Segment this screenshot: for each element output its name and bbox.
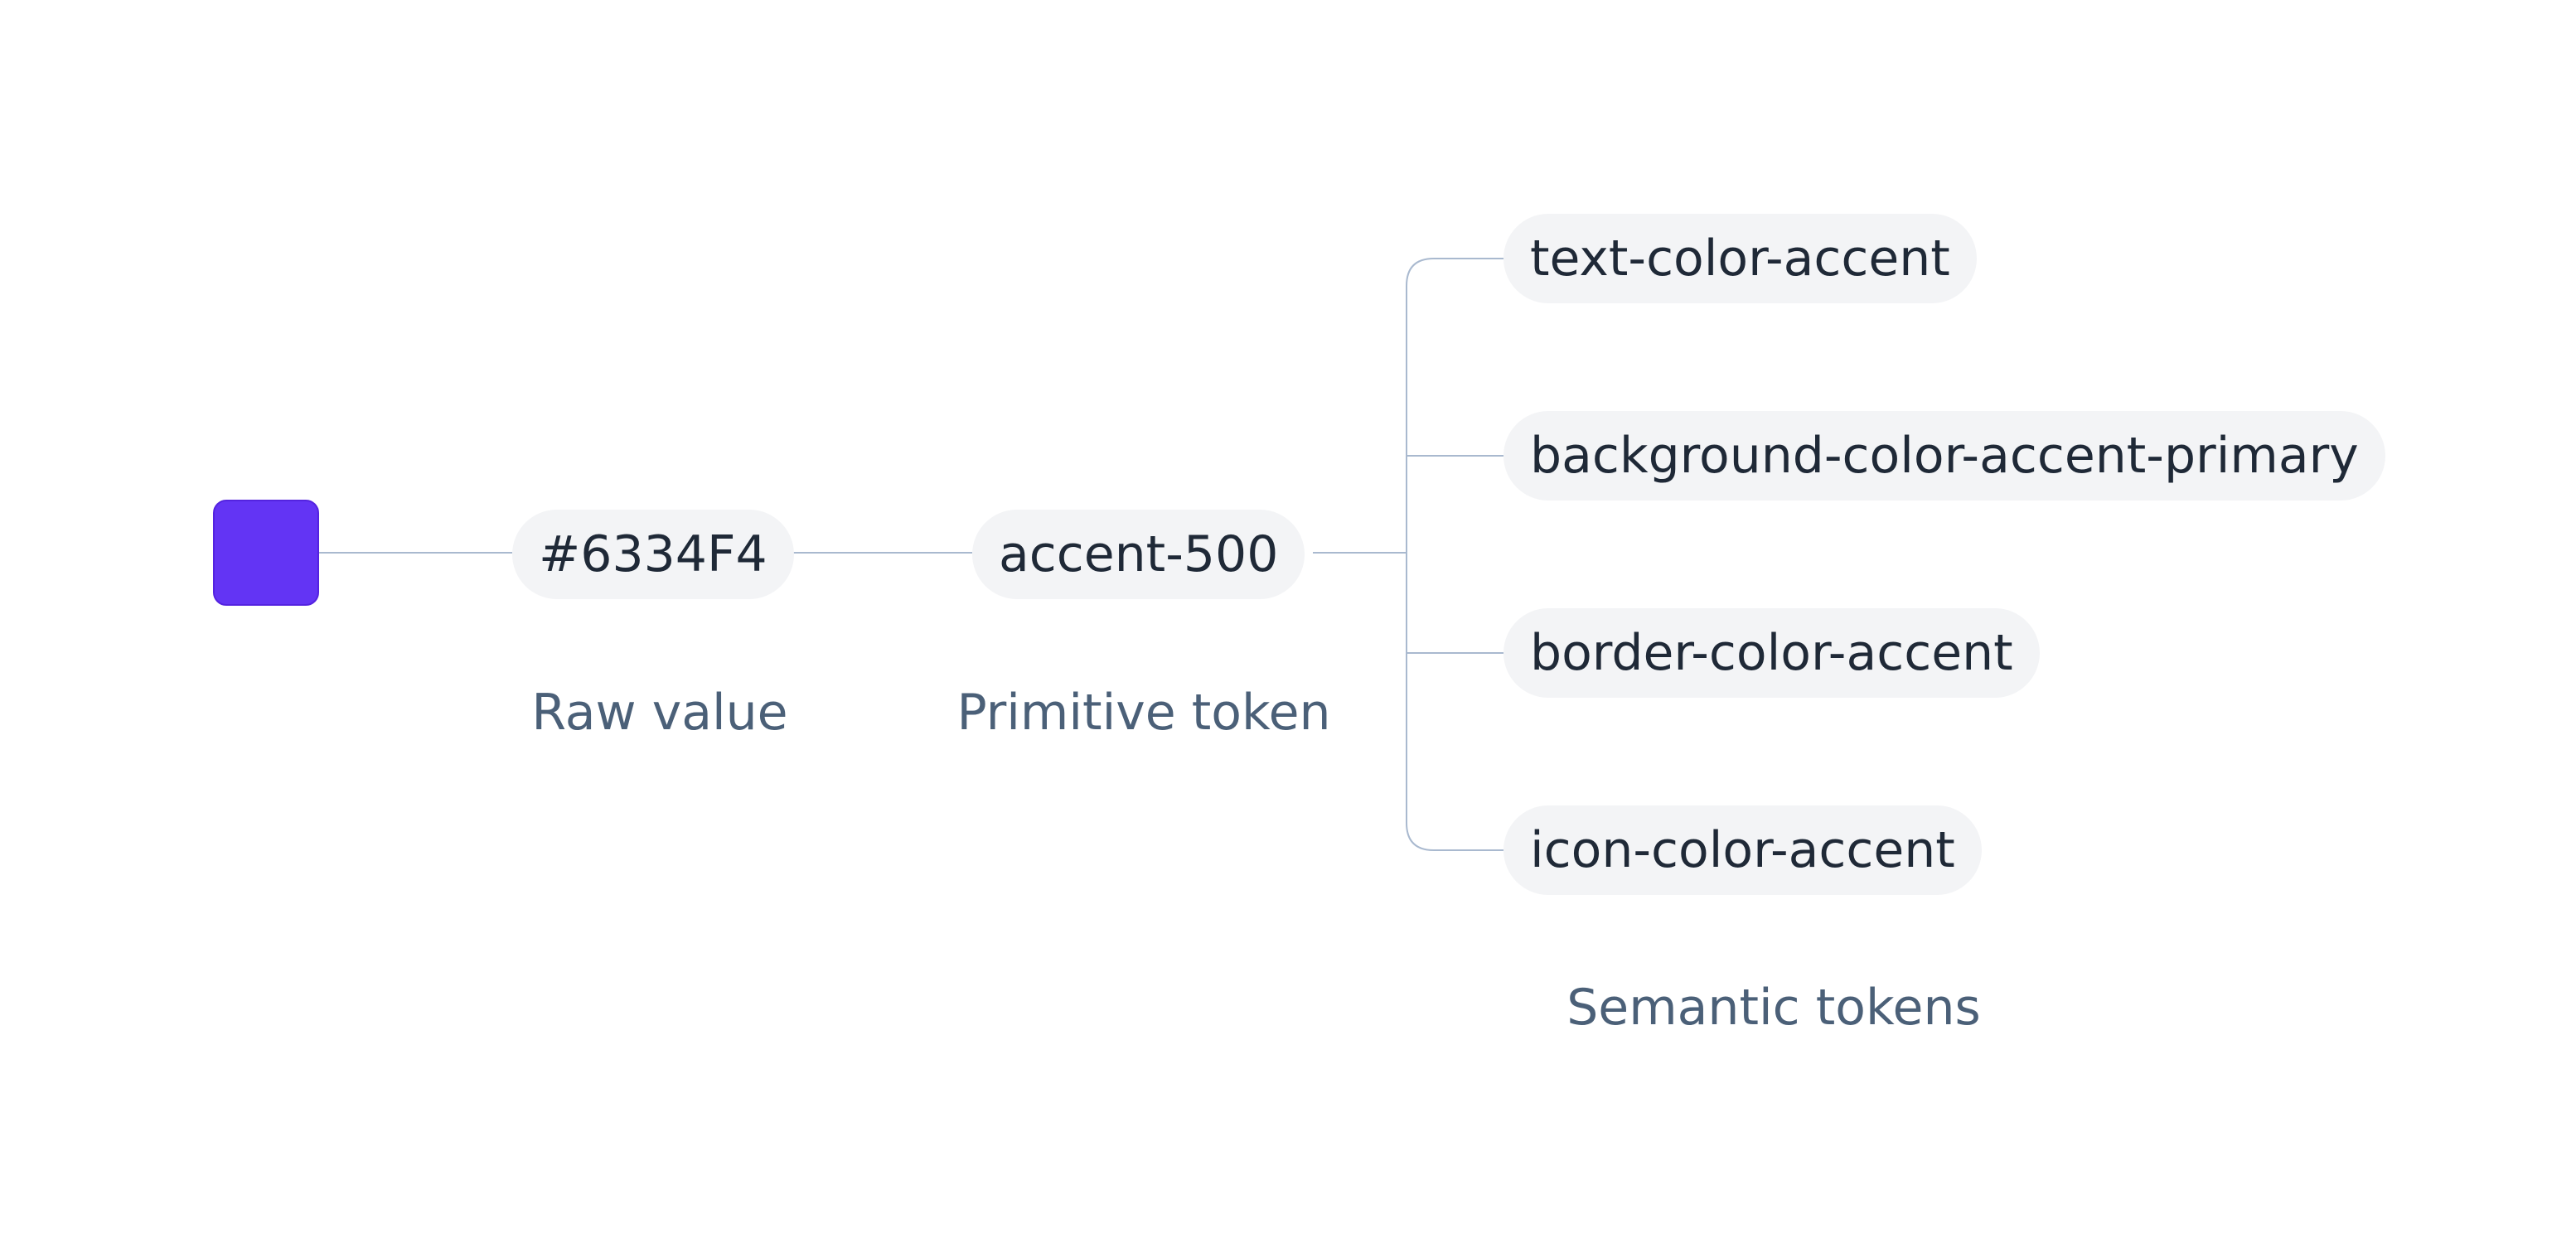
semantic-token-label: background-color-accent-primary	[1530, 427, 2359, 485]
raw-value-pill: #6334F4	[512, 510, 794, 599]
raw-value-caption: Raw value	[531, 684, 788, 742]
semantic-token-pill-background-color-accent-primary: background-color-accent-primary	[1503, 411, 2385, 501]
semantic-token-label: icon-color-accent	[1530, 821, 1955, 879]
primitive-token-pill: accent-500	[972, 510, 1305, 599]
semantic-token-pill-text-color-accent: text-color-accent	[1503, 214, 1977, 303]
color-swatch	[213, 500, 319, 606]
semantic-token-pill-icon-color-accent: icon-color-accent	[1503, 805, 1982, 895]
semantic-token-label: border-color-accent	[1530, 624, 2013, 682]
connector-to-text-color-accent	[1406, 258, 1503, 553]
semantic-token-label: text-color-accent	[1530, 230, 1950, 288]
semantic-tokens-caption: Semantic tokens	[1566, 979, 1981, 1037]
semantic-token-pill-border-color-accent: border-color-accent	[1503, 608, 2040, 698]
raw-value-label: #6334F4	[539, 525, 767, 583]
primitive-token-caption: Primitive token	[956, 684, 1331, 742]
connector-to-icon-color-accent	[1406, 553, 1503, 851]
primitive-token-label: accent-500	[999, 525, 1279, 583]
